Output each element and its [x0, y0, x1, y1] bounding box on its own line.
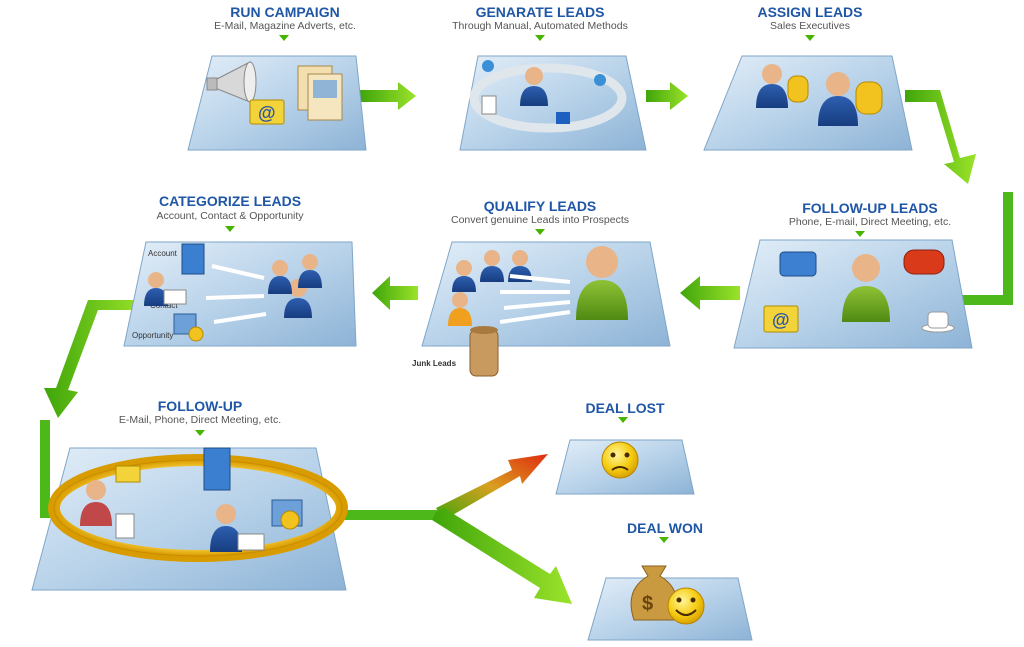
coffee-cup-icon	[921, 311, 955, 333]
people-group-icon	[448, 250, 532, 326]
panel-assign-leads	[703, 55, 913, 151]
generate-leads-title: GENARATE LEADS	[475, 4, 605, 20]
box-icon	[556, 112, 570, 124]
building-icon	[181, 243, 205, 275]
run-campaign-title: RUN CAMPAIGN	[230, 4, 340, 20]
account-label: Account	[148, 249, 178, 258]
dollar-coin-icon	[188, 326, 204, 342]
pointer-icon	[535, 35, 545, 41]
follow-up-leads-title: FOLLOW-UP LEADS	[802, 200, 938, 216]
boss-icon	[576, 246, 628, 320]
people-group-icon	[268, 254, 322, 318]
panel-generate-leads	[459, 55, 647, 151]
person-icon	[80, 480, 112, 526]
coins-icon	[855, 81, 883, 115]
person-icon	[756, 64, 788, 108]
pointer-icon	[535, 229, 545, 235]
panel-deal-lost	[555, 439, 695, 495]
coins-icon	[787, 75, 809, 103]
person-icon	[520, 67, 548, 106]
panel-deal-won: $	[587, 565, 753, 641]
categorize-leads-title: CATEGORIZE LEADS	[158, 193, 302, 209]
contact-card-icon	[237, 533, 265, 551]
contact-card-icon	[163, 289, 187, 305]
pointer-icon	[805, 35, 815, 41]
direction-arrows	[205, 264, 267, 324]
pointer-icon	[659, 537, 669, 543]
pointer-icon	[195, 430, 205, 436]
person-icon	[210, 504, 242, 552]
qualify-leads-subtitle: Convert genuine Leads into Prospects	[450, 214, 630, 226]
pointer-icon	[855, 231, 865, 237]
panel-follow-up-leads: @	[733, 239, 973, 349]
panel-qualify-leads: Junk Leads	[412, 241, 671, 377]
panel-follow-up	[31, 447, 348, 591]
person-icon	[818, 72, 858, 126]
svg-text:@: @	[772, 310, 790, 330]
trash-bin-icon	[469, 326, 499, 377]
junk-leads-label: Junk Leads	[412, 359, 457, 368]
panel-run-campaign: @	[187, 55, 367, 151]
process-ring-icon	[469, 63, 627, 133]
assign-leads-subtitle: Sales Executives	[770, 20, 850, 32]
run-campaign-subtitle: E-Mail, Magazine Adverts, etc.	[214, 20, 356, 32]
categorize-leads-subtitle: Account, Contact & Opportunity	[156, 210, 304, 222]
assign-leads-title: ASSIGN LEADS	[757, 4, 863, 20]
follow-up-subtitle: E-Mail, Phone, Direct Meeting, etc.	[118, 414, 282, 426]
globe-icon	[482, 60, 494, 72]
mailbox-icon	[903, 249, 945, 275]
magazine-icon	[297, 65, 343, 121]
happy-face-icon	[667, 587, 705, 625]
email-icon: @	[249, 99, 285, 125]
pointer-icon	[225, 226, 235, 232]
qualify-leads-title: QUALIFY LEADS	[483, 198, 597, 214]
sad-face-icon	[601, 441, 639, 479]
person-icon	[144, 272, 168, 306]
direction-arrows	[499, 274, 571, 324]
document-icon	[481, 95, 497, 115]
follow-up-title: FOLLOW-UP	[157, 398, 243, 414]
phone-icon	[779, 251, 817, 277]
dollar-coin-icon	[280, 510, 300, 530]
flow-arrows	[40, 82, 1013, 604]
deal-won-title: DEAL WON	[627, 520, 703, 536]
pointer-icon	[618, 417, 628, 423]
email-icon	[115, 465, 141, 483]
svg-text:@: @	[258, 103, 276, 123]
svg-text:$: $	[642, 593, 653, 615]
panel-categorize-leads: Account Contact Opportunity	[123, 241, 357, 347]
deal-lost-title: DEAL LOST	[585, 400, 665, 416]
email-icon: @	[763, 305, 799, 333]
generate-leads-subtitle: Through Manual, Automated Methods	[452, 20, 628, 32]
boss-icon	[842, 254, 890, 322]
opportunity-label: Opportunity	[132, 331, 173, 340]
building-icon	[203, 447, 231, 491]
pointer-icon	[279, 35, 289, 41]
document-icon	[115, 513, 135, 539]
follow-up-leads-subtitle: Phone, E-mail, Direct Meeting, etc.	[788, 216, 952, 228]
